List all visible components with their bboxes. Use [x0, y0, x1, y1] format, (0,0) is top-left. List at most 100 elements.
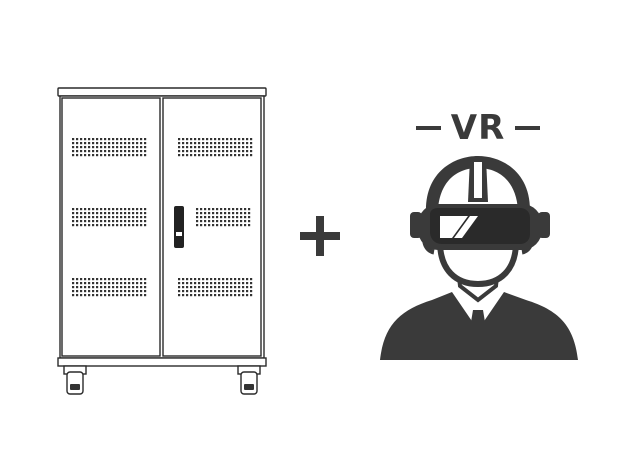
vent-hole: [132, 286, 135, 289]
vent-hole: [132, 154, 135, 157]
vent-hole: [140, 146, 143, 149]
vent-hole: [202, 282, 205, 285]
vent-hole: [100, 294, 103, 297]
vent-hole: [246, 278, 249, 281]
vent-hole: [222, 294, 225, 297]
vent-hole: [204, 208, 207, 211]
vent-hole: [230, 154, 233, 157]
vent-hole: [112, 154, 115, 157]
vent-hole: [96, 150, 99, 153]
vent-hole: [76, 216, 79, 219]
vent-hole: [92, 290, 95, 293]
vent-hole: [144, 224, 147, 227]
vent-hole: [72, 208, 75, 211]
vent-hole: [220, 224, 223, 227]
vent-hole: [208, 216, 211, 219]
vent-hole: [144, 142, 147, 145]
vent-hole: [214, 278, 217, 281]
vent-hole: [84, 282, 87, 285]
vent-hole: [196, 216, 199, 219]
vent-hole: [224, 220, 227, 223]
vent-hole: [232, 208, 235, 211]
vent-hole: [132, 138, 135, 141]
vent-hole: [104, 290, 107, 293]
vent-hole: [108, 138, 111, 141]
vent-hole: [234, 142, 237, 145]
vent-hole: [72, 224, 75, 227]
vent-hole: [72, 278, 75, 281]
vr-label-text: VR: [450, 108, 506, 148]
vent-hole: [220, 220, 223, 223]
vent-hole: [200, 208, 203, 211]
vent-hole: [92, 286, 95, 289]
vent-hole: [104, 154, 107, 157]
vent-hole: [104, 282, 107, 285]
vent-hole: [84, 146, 87, 149]
vent-hole: [100, 278, 103, 281]
vent-hole: [112, 220, 115, 223]
vent-hole: [202, 294, 205, 297]
vent-hole: [140, 294, 143, 297]
vent-hole: [224, 216, 227, 219]
vent-hole: [186, 146, 189, 149]
vent-hole: [236, 212, 239, 215]
vent-hole: [190, 146, 193, 149]
vent-hole: [226, 146, 229, 149]
vent-hole: [128, 220, 131, 223]
vent-hole: [72, 138, 75, 141]
vent-hole: [100, 282, 103, 285]
vent-hole: [250, 278, 253, 281]
vent-hole: [136, 138, 139, 141]
vent-hole: [108, 216, 111, 219]
vent-hole: [242, 146, 245, 149]
vent-hole: [190, 282, 193, 285]
vent-hole: [232, 220, 235, 223]
vent-hole: [96, 224, 99, 227]
vent-hole: [182, 146, 185, 149]
vent-hole: [234, 138, 237, 141]
vent-hole: [214, 282, 217, 285]
vent-hole: [246, 294, 249, 297]
vent-hole: [182, 142, 185, 145]
vent-hole: [248, 212, 251, 215]
vent-hole: [124, 142, 127, 145]
vent-hole: [210, 146, 213, 149]
vent-hole: [92, 220, 95, 223]
vent-hole: [194, 146, 197, 149]
vent-hole: [214, 290, 217, 293]
vent-hole: [84, 278, 87, 281]
vent-hole: [238, 282, 241, 285]
vent-hole: [242, 286, 245, 289]
vent-hole: [242, 278, 245, 281]
vent-hole: [198, 286, 201, 289]
vent-hole: [72, 286, 75, 289]
vent-hole: [88, 216, 91, 219]
vent-hole: [206, 150, 209, 153]
vent-hole: [230, 142, 233, 145]
vent-hole: [84, 142, 87, 145]
vent-hole: [232, 224, 235, 227]
vent-hole: [120, 294, 123, 297]
vent-hole: [140, 278, 143, 281]
vent-hole: [128, 224, 131, 227]
vent-hole: [216, 224, 219, 227]
vent-hole: [140, 138, 143, 141]
vent-hole: [210, 294, 213, 297]
vent-hole: [202, 154, 205, 157]
vent-hole: [238, 290, 241, 293]
vr-label: VR: [416, 108, 540, 148]
vent-hole: [234, 150, 237, 153]
vent-hole: [234, 294, 237, 297]
vent-hole: [226, 286, 229, 289]
vent-hole: [206, 278, 209, 281]
vent-hole: [76, 278, 79, 281]
vent-hole: [190, 150, 193, 153]
vent-hole: [246, 290, 249, 293]
vent-hole: [108, 154, 111, 157]
vent-hole: [186, 290, 189, 293]
vent-hole: [96, 220, 99, 223]
vent-hole: [140, 220, 143, 223]
vent-hole: [136, 212, 139, 215]
vent-hole: [194, 290, 197, 293]
vent-hole: [218, 142, 221, 145]
